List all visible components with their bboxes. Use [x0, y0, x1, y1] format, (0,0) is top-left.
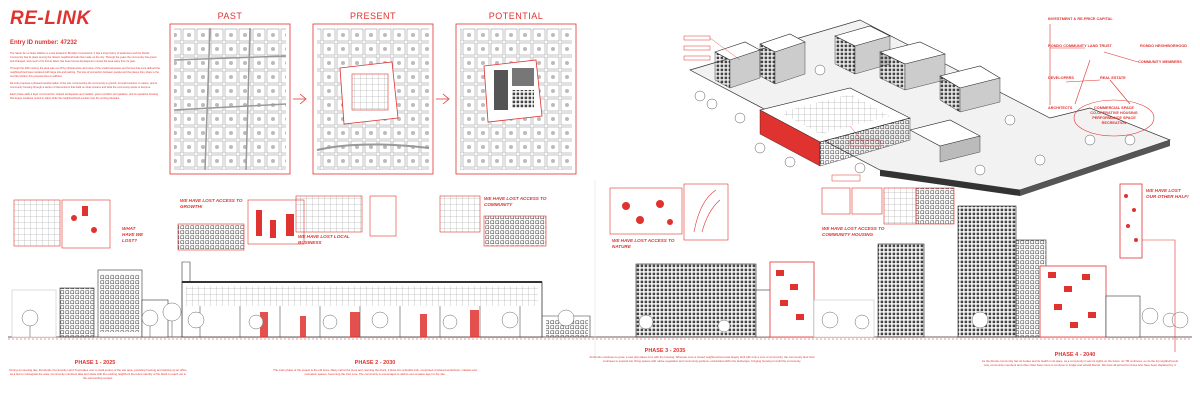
diagram-hub-line: RECREATION — [1101, 121, 1127, 125]
map-label-past: PAST — [217, 11, 243, 21]
quote-what-have-we-lost: WHAT HAVE WE LOST? — [122, 226, 144, 243]
board-title: RE-LINK — [10, 8, 91, 29]
diagram-architects: ARCHITECTS — [1048, 106, 1073, 110]
diagram-real-estate: REAL ESTATE — [1100, 76, 1126, 80]
diagram-community-members: COMMUNITY MEMBERS — [1138, 60, 1182, 64]
phase-4-text: As the Rondo community has its bodies an… — [981, 359, 1179, 368]
phase2-hub — [181, 261, 591, 338]
map-label-potential: POTENTIAL — [488, 11, 544, 21]
diagram-hub: COMMERCIAL SPACE CO-OPERATIVE HOUSING PE… — [1078, 106, 1150, 126]
phase-2-text: The main phase of the project is the old… — [273, 368, 477, 377]
intro-paragraph: The Santo Ke Le Nuku Wahine is a site lo… — [10, 52, 157, 63]
intro-paragraph: Through the 20th century the area was cu… — [10, 67, 160, 78]
entry-id: Entry ID number: 47232 — [10, 40, 78, 46]
phase-3-title: PHASE 3 - 2035 — [644, 348, 686, 354]
quote-lost-community: WE HAVE LOST ACCESS TO COMMUNITY — [484, 196, 547, 207]
diagram-hub-line: COMMERCIAL SPACE — [1094, 106, 1134, 110]
stakeholder-diagram-lines — [1049, 24, 1155, 137]
diagram-hub-line: PERFORMANCE SPACE — [1092, 116, 1136, 120]
diagram-hub-line: CO-OPERATIVE HOUSING — [1090, 111, 1138, 115]
arrow-present-potential — [436, 93, 450, 105]
phase-1-title: PHASE 1 - 2025 — [74, 360, 116, 366]
collage-boxes — [13, 183, 955, 251]
phase-3-text: As Rondo continues to grow, a new plan t… — [589, 355, 815, 364]
phase-1-text: During an opening day, the Rondo Communi… — [9, 368, 187, 381]
phase3-housing — [635, 243, 925, 338]
quote-lost-nature: WE HAVE LOST ACCESS TO NATURE — [612, 238, 675, 249]
map-label-present: PRESENT — [349, 11, 396, 21]
phase-4-title: PHASE 4 - 2040 — [1054, 352, 1096, 358]
axonometric-plan — [683, 19, 1172, 196]
diagram-land-trust: RONDO COMMUNITY LAND TRUST — [1048, 44, 1112, 48]
phase-2-title: PHASE 2 - 2030 — [354, 360, 396, 366]
quote-lost-business: WE HAVE LOST LOCAL BUSINESS — [298, 234, 350, 245]
diagram-neighborhood: RONDO NEIGHBORHOOD — [1140, 44, 1188, 48]
quote-lost-housing: WE HAVE LOST ACCESS TO COMMUNITY HOUSING — [822, 226, 885, 237]
quote-lost-growth: WE HAVE LOST ACCESS TO GROWTH! — [180, 198, 243, 209]
intro-paragraph: Each phase adds a layer of connection: s… — [10, 93, 159, 100]
diagram-developers: DEVELOPERS — [1048, 76, 1074, 80]
intro-paragraph: Re-Link proposes a phased transformation… — [10, 82, 158, 89]
map-past — [169, 23, 291, 175]
map-present — [312, 23, 434, 175]
quote-lost-other-half: WE HAVE LOST OUR OTHER HALF! — [1146, 188, 1189, 199]
phase4-towers — [957, 183, 1189, 352]
arrow-past-present — [293, 93, 307, 105]
intro-text: The Santo Ke Le Nuku Wahine is a site lo… — [10, 52, 160, 182]
diagram-investment: INVESTMENT & RE-PRICE CAPITAL — [1048, 17, 1113, 21]
phase1-buildings — [11, 269, 182, 338]
map-potential — [455, 23, 577, 175]
